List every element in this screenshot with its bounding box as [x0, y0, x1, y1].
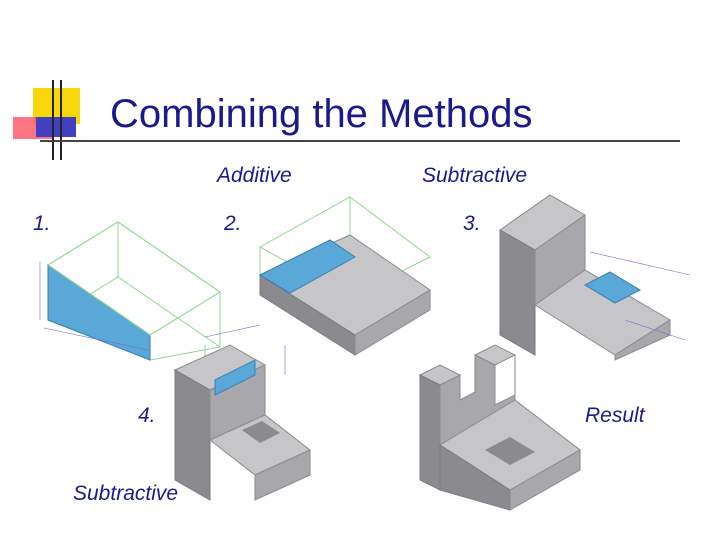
step-3-label: 3. [463, 212, 481, 235]
subtractive-header: Subtractive [422, 164, 528, 187]
figure-step-4 [173, 324, 311, 501]
step-2-label: 2. [224, 212, 242, 235]
figure-step-2 [258, 196, 431, 356]
step-4-label: 4. [138, 404, 156, 427]
additive-header: Additive [217, 164, 292, 187]
step-4-caption: Subtractive [73, 482, 179, 505]
result-caption: Result [585, 404, 645, 427]
figure-step-1 [39, 221, 222, 361]
slide-title: Combining the Methods [110, 92, 533, 136]
title-bullet-decoration [0, 0, 720, 170]
figure-result [418, 344, 581, 511]
figure-step-3 [499, 194, 691, 361]
step-1-label: 1. [33, 212, 51, 235]
